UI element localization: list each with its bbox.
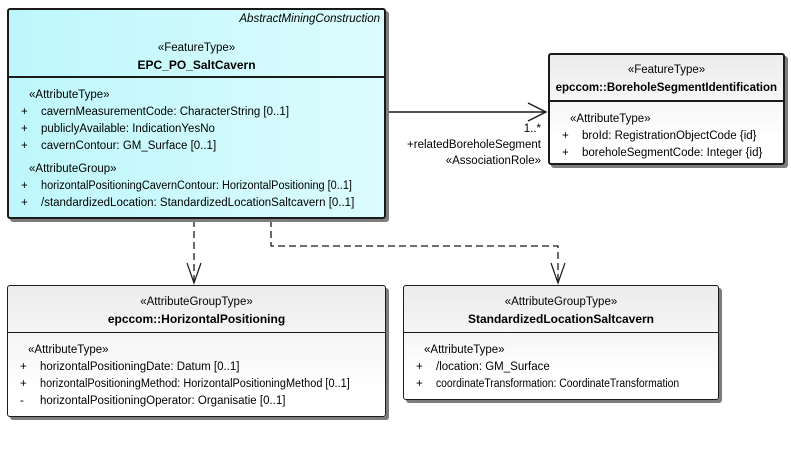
association-multiplicity: 1..* — [523, 123, 541, 135]
class-header: «AttributeGroupType» StandardizedLocatio… — [404, 286, 718, 333]
class-borehole-segment-identification[interactable]: «FeatureType» epccom::BoreholeSegmentIde… — [548, 53, 785, 165]
attribute-row[interactable]: + publiclyAvailable: IndicationYesNo — [9, 121, 384, 138]
attribute-text: cavernMeasurementCode: CharacterString [… — [41, 106, 290, 118]
dependency-line-standardized-location[interactable] — [270, 220, 559, 281]
visibility-symbol: + — [21, 140, 28, 152]
attribute-row[interactable]: + /standardizedLocation: StandardizedLoc… — [9, 195, 384, 212]
visibility-symbol: + — [562, 130, 569, 142]
visibility-symbol: + — [21, 106, 28, 118]
parent-class-label: AbstractMiningConstruction — [239, 13, 380, 25]
class-standardized-location-saltcavern[interactable]: «AttributeGroupType» StandardizedLocatio… — [403, 285, 719, 400]
class-stereotype: «FeatureType» — [157, 42, 236, 54]
attribute-text: publiclyAvailable: IndicationYesNo — [41, 123, 215, 135]
visibility-symbol: + — [21, 123, 28, 135]
attribute-row[interactable]: - horizontalPositioningOperator: Organis… — [8, 393, 385, 410]
attribute-type-header: «AttributeType» — [424, 344, 505, 356]
class-name: epccom::BoreholeSegmentIdentification — [550, 80, 783, 94]
visibility-symbol: + — [21, 180, 28, 192]
association-stereotype: «AssociationRole» — [445, 155, 541, 167]
attribute-text: coordinateTransformation: CoordinateTran… — [436, 378, 680, 390]
class-name: epccom::HorizontalPositioning — [107, 312, 286, 326]
attribute-row[interactable]: + boreholeSegmentCode: Integer {id} — [550, 145, 783, 162]
class-name: StandardizedLocationSaltcavern — [467, 312, 655, 326]
attribute-text: horizontalPositioningMethod: HorizontalP… — [40, 378, 350, 390]
attribute-compartment: «AttributeType» + horizontalPositioningD… — [8, 333, 385, 410]
attribute-text: horizontalPositioningCavernContour: Hori… — [41, 180, 352, 192]
attribute-text: /location: GM_Surface — [436, 361, 550, 373]
attribute-row[interactable]: + horizontalPositioningCavernContour: Ho… — [9, 178, 384, 195]
class-header: AbstractMiningConstruction «FeatureType»… — [9, 10, 384, 78]
class-stereotype: «AttributeGroupType» — [504, 296, 618, 308]
visibility-symbol: + — [562, 147, 569, 159]
attribute-row[interactable]: + /location: GM_Surface — [404, 359, 718, 376]
class-header: «AttributeGroupType» epccom::HorizontalP… — [8, 286, 385, 333]
class-name-text: epccom::BoreholeSegmentIdentification — [555, 80, 778, 94]
class-stereotype: «FeatureType» — [627, 64, 706, 76]
attribute-text: horizontalPositioningOperator: Organisat… — [40, 395, 286, 407]
attribute-text: boreholeSegmentCode: Integer {id} — [582, 147, 763, 159]
class-horizontal-positioning[interactable]: «AttributeGroupType» epccom::HorizontalP… — [7, 285, 386, 417]
visibility-symbol: + — [416, 378, 423, 390]
visibility-symbol: + — [416, 361, 423, 373]
attribute-text: broId: RegistrationObjectCode {id} — [582, 130, 757, 142]
dependency-arrowhead-icon — [186, 262, 202, 285]
attribute-text: /standardizedLocation: StandardizedLocat… — [41, 197, 355, 209]
attribute-row[interactable]: + horizontalPositioningDate: Datum [0..1… — [8, 359, 385, 376]
attribute-text: horizontalPositioningDate: Datum [0..1] — [40, 361, 240, 373]
visibility-symbol: + — [21, 197, 28, 209]
class-name: EPC_PO_SaltCavern — [137, 58, 256, 72]
association-role-name: +relatedBoreholeSegment — [407, 139, 541, 151]
attribute-compartment: «AttributeType» + /location: GM_Surface … — [404, 333, 718, 393]
association-labels: 1..* +relatedBoreholeSegment «Associatio… — [380, 121, 541, 169]
class-stereotype: «AttributeGroupType» — [140, 296, 253, 308]
attribute-row[interactable]: + broId: RegistrationObjectCode {id} — [550, 128, 783, 145]
attribute-text: cavernContour: GM_Surface [0..1] — [41, 140, 217, 152]
visibility-symbol: - — [20, 395, 24, 407]
attribute-row[interactable]: + cavernContour: GM_Surface [0..1] — [9, 138, 384, 155]
class-epc-po-saltcavern[interactable]: AbstractMiningConstruction «FeatureType»… — [7, 8, 386, 219]
attribute-type-header: «AttributeType» — [29, 89, 110, 101]
attribute-type-header: «AttributeType» — [570, 113, 651, 125]
visibility-symbol: + — [20, 378, 27, 390]
dependency-arrowhead-icon — [550, 262, 566, 285]
attribute-compartment: «AttributeType» + broId: RegistrationObj… — [550, 102, 783, 162]
attribute-group-header: «AttributeGroup» — [29, 163, 117, 175]
class-header: «FeatureType» epccom::BoreholeSegmentIde… — [550, 55, 783, 102]
association-open-arrowhead-icon — [527, 102, 548, 122]
attribute-row[interactable]: + coordinateTransformation: CoordinateTr… — [404, 376, 718, 393]
attribute-compartment: «AttributeType» + cavernMeasurementCode:… — [9, 78, 384, 212]
attribute-row[interactable]: + cavernMeasurementCode: CharacterString… — [9, 104, 384, 121]
attribute-row[interactable]: + horizontalPositioningMethod: Horizonta… — [8, 376, 385, 393]
visibility-symbol: + — [20, 361, 27, 373]
attribute-type-header: «AttributeType» — [28, 344, 109, 356]
